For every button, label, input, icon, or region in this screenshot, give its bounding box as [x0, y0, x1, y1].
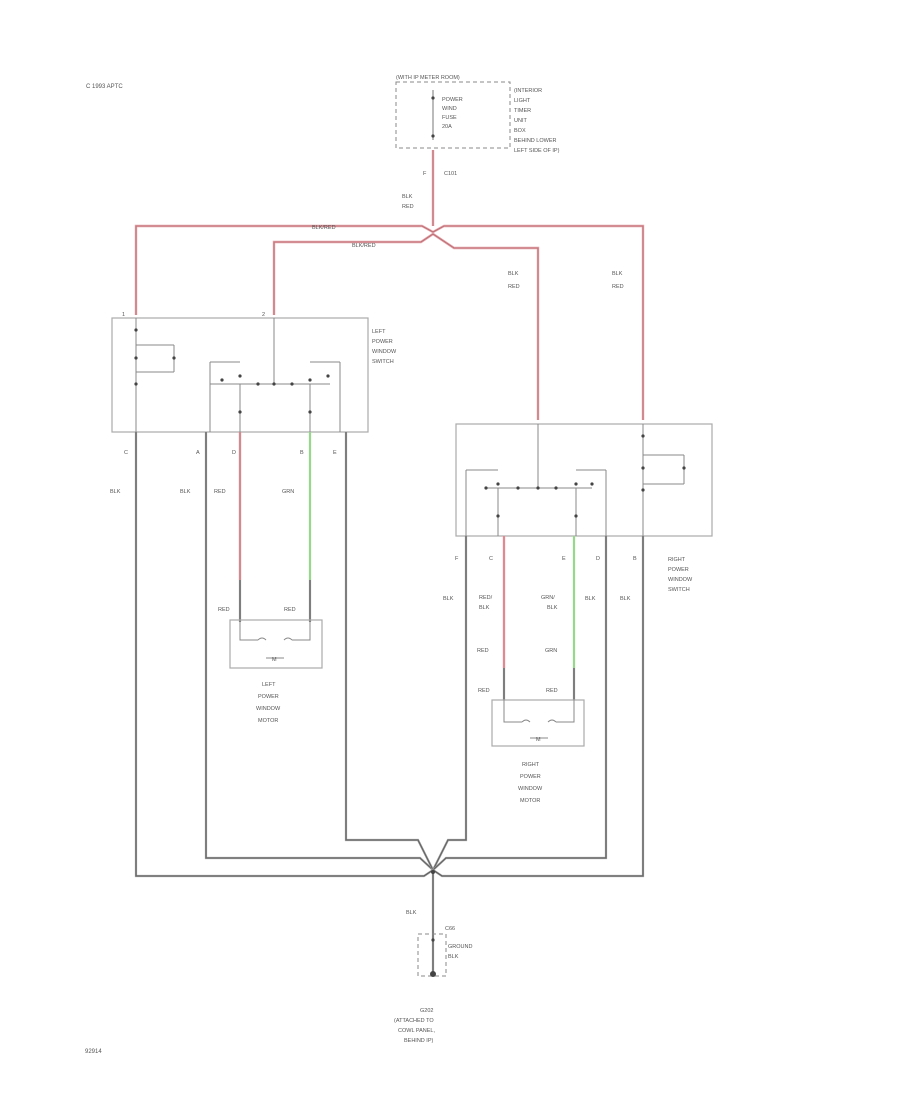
left-pin-c: C	[124, 450, 128, 456]
left-pin-e: E	[333, 450, 337, 456]
fuse-terminal: F	[423, 171, 427, 177]
ground-location-4: BEHIND IP)	[404, 1038, 434, 1044]
page-number: 92914	[85, 1049, 102, 1055]
splice-left-label: BLK/RED	[312, 225, 336, 231]
main-feed-label-2: RED	[402, 204, 414, 210]
right-motor-wire-red: RED	[477, 648, 489, 654]
right-pin-d: D	[596, 556, 600, 562]
left-switch-pin-1: 1	[122, 312, 125, 318]
ground-location-1: G202	[420, 1008, 433, 1014]
right-motor-name-3: WINDOW	[518, 786, 543, 792]
right-wire-label-1: BLK	[443, 596, 454, 602]
fuse-text-2: WIND	[442, 106, 457, 112]
right-wire-label-5: BLK	[547, 605, 558, 611]
right-switch-name-2: POWER	[668, 567, 689, 573]
right-pin-c: C	[489, 556, 493, 562]
fuse-location-6: BEHIND LOWER	[514, 138, 557, 144]
right-switch-name-1: RIGHT	[668, 557, 686, 563]
left-motor-name-4: MOTOR	[258, 718, 278, 724]
left-switch-name-3: WINDOW	[372, 349, 397, 355]
fuse-location-3: TIMER	[514, 108, 531, 114]
ground-wire-label: BLK	[406, 910, 417, 916]
left-motor-conn-1: RED	[218, 607, 230, 613]
right-wire-label-2: RED/	[479, 595, 493, 601]
right-motor-name-4: MOTOR	[520, 798, 540, 804]
left-wire-label-4: GRN	[282, 489, 294, 495]
right-motor-symbol: M	[536, 737, 541, 743]
left-switch-pin-2: 2	[262, 312, 265, 318]
ground-wires	[134, 432, 645, 976]
main-feed-label-1: BLK	[402, 194, 413, 200]
right-motor-conn-2: RED	[546, 688, 558, 694]
fuse-text-3: FUSE	[442, 115, 457, 121]
left-motor: M LEFT POWER WINDOW MOTOR	[229, 619, 323, 724]
right-wire-label-6: BLK	[585, 596, 596, 602]
left-motor-name-2: POWER	[258, 694, 279, 700]
left-wire-label-2: BLK	[180, 489, 191, 495]
fuse-header: (WITH IP METER ROOM)	[396, 75, 460, 81]
fuse-location-7: LEFT SIDE OF IP)	[514, 148, 560, 154]
fuse-location-1: (INTERIOR	[514, 88, 542, 94]
fuse-location-2: LIGHT	[514, 98, 531, 104]
corner-label: C 1993 APTC	[86, 84, 123, 90]
right-feed-2-label-2: RED	[612, 284, 624, 290]
right-motor-wire-grn: GRN	[545, 648, 557, 654]
left-wire-label-3: RED	[214, 489, 226, 495]
left-switch: 1 2 LEFT POWER WINDOW SWITCH	[111, 312, 397, 433]
right-pin-f: F	[455, 556, 459, 562]
fuse-location-5: BOX	[514, 128, 526, 134]
left-pin-d: D	[232, 450, 236, 456]
left-output-wires	[238, 432, 312, 622]
left-motor-conn-2: RED	[284, 607, 296, 613]
left-switch-name-1: LEFT	[372, 329, 386, 335]
right-wire-label-4: GRN/	[541, 595, 555, 601]
right-switch-name-4: SWITCH	[668, 587, 690, 593]
ground-location-2: (ATTACHED TO	[394, 1018, 434, 1024]
left-switch-name-2: POWER	[372, 339, 393, 345]
fuse-connector: C101	[444, 171, 457, 177]
left-motor-symbol: M	[272, 657, 277, 663]
ground-location-3: COWL PANEL,	[398, 1028, 435, 1034]
fuse-box: (WITH IP METER ROOM) POWER WIND FUSE 20A…	[395, 75, 560, 154]
right-motor: M RIGHT POWER WINDOW MOTOR	[491, 699, 585, 804]
ground-box-text-1: GROUND	[448, 944, 472, 950]
right-wire-label-7: BLK	[620, 596, 631, 602]
ground-connector: C66	[445, 926, 455, 932]
red-bus	[134, 224, 645, 420]
right-switch: RIGHT POWER WINDOW SWITCH	[455, 423, 713, 593]
splice-right-label: BLK/RED	[352, 243, 376, 249]
right-feed-2-label-1: BLK	[612, 271, 623, 277]
left-motor-name-3: WINDOW	[256, 706, 281, 712]
left-switch-name-4: SWITCH	[372, 359, 394, 365]
left-pin-a: A	[196, 450, 200, 456]
left-pin-b: B	[300, 450, 304, 456]
right-pin-e: E	[562, 556, 566, 562]
left-wire-label-1: BLK	[110, 489, 121, 495]
right-output-wires	[502, 536, 576, 700]
right-motor-name-2: POWER	[520, 774, 541, 780]
right-feed-1-label-2: RED	[508, 284, 520, 290]
right-motor-conn-1: RED	[478, 688, 490, 694]
fuse-location-4: UNIT	[514, 118, 527, 124]
ground-box: GROUND BLK	[417, 933, 472, 977]
fuse-text-1: POWER	[442, 97, 463, 103]
left-motor-name-1: LEFT	[262, 682, 276, 688]
right-motor-name-1: RIGHT	[522, 762, 540, 768]
right-switch-name-3: WINDOW	[668, 577, 693, 583]
ground-box-text-2: BLK	[448, 954, 459, 960]
right-feed-1-label-1: BLK	[508, 271, 519, 277]
right-pin-b: B	[633, 556, 637, 562]
right-wire-label-3: BLK	[479, 605, 490, 611]
fuse-text-4: 20A	[442, 124, 452, 130]
